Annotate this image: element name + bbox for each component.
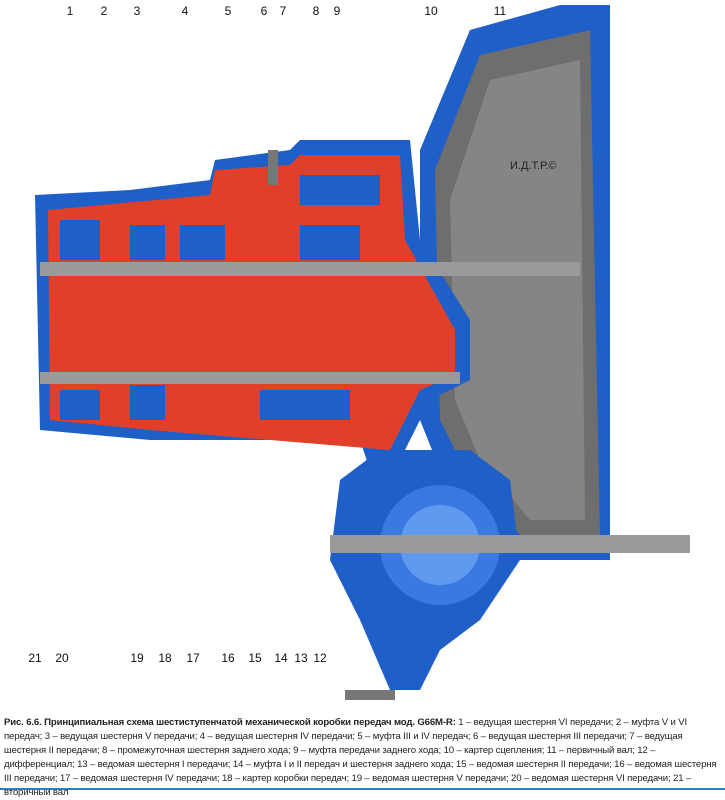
drive-shaft [330, 535, 690, 553]
callout-21: 21 [28, 651, 42, 665]
callout-1: 1 [66, 4, 74, 18]
callout-2: 2 [100, 4, 108, 18]
callout-17: 17 [186, 651, 200, 665]
watermark: И.Д.Т.Р.© [510, 160, 557, 172]
bolt [345, 690, 395, 700]
secondary-shaft [40, 372, 460, 384]
callout-3: 3 [133, 4, 141, 18]
caption-title: Рис. 6.6. Принципиальная схема шестиступ… [4, 717, 456, 728]
callout-14: 14 [274, 651, 288, 665]
divider [0, 788, 725, 790]
callout-20: 20 [55, 651, 69, 665]
callout-15: 15 [248, 651, 262, 665]
callout-10: 10 [424, 4, 438, 18]
callout-9: 9 [333, 4, 341, 18]
callout-6: 6 [260, 4, 268, 18]
callout-16: 16 [221, 651, 235, 665]
caption-text: 1 – ведущая шестерня VI передачи; 2 – му… [4, 717, 717, 798]
bolt [268, 150, 278, 185]
callout-19: 19 [130, 651, 144, 665]
callout-12: 12 [313, 651, 327, 665]
callout-8: 8 [312, 4, 320, 18]
callout-5: 5 [224, 4, 232, 18]
callout-13: 13 [294, 651, 308, 665]
gearbox-drawing [35, 5, 690, 700]
callout-11: 11 [493, 4, 507, 18]
gearbox-diagram: 1 2 3 4 5 6 7 8 9 10 11 21 20 19 18 17 1… [28, 4, 690, 700]
input-shaft [40, 262, 580, 276]
callout-7: 7 [279, 4, 287, 18]
callout-18: 18 [158, 651, 172, 665]
callout-4: 4 [181, 4, 189, 18]
